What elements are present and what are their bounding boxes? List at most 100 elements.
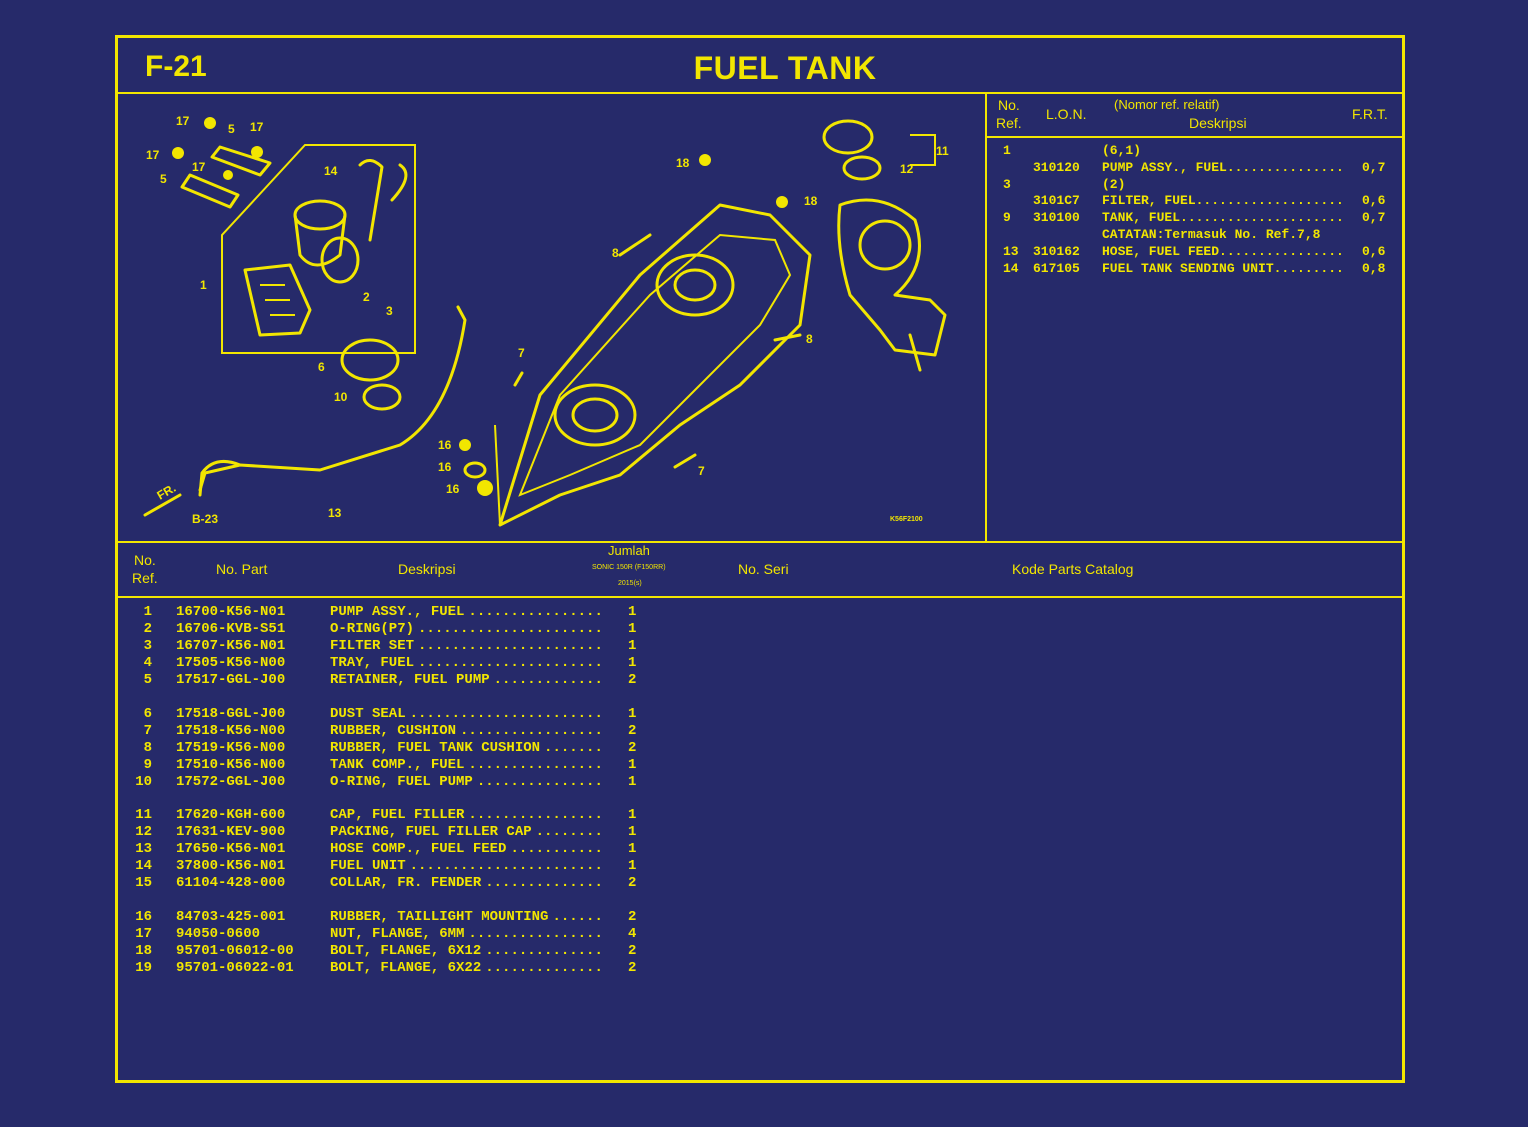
callout-5a: 5 bbox=[228, 122, 235, 136]
part-number: 17505-K56-N00 bbox=[176, 655, 286, 672]
callout-17d: 17 bbox=[192, 160, 206, 174]
lon-header-ref-line1: No. bbox=[998, 97, 1020, 113]
part-quantity: 1 bbox=[628, 621, 637, 638]
part-number: 37800-K56-N01 bbox=[176, 858, 286, 875]
part-quantity: 1 bbox=[628, 655, 637, 672]
lon-desc: CATATAN:Termasuk No. Ref.7,8 bbox=[1102, 227, 1321, 242]
lon-frt: 0,6 bbox=[1362, 243, 1386, 259]
dot-leader: CAP, FUEL FILLER........................… bbox=[330, 807, 606, 823]
part-description: RUBBER, CUSHION bbox=[330, 722, 461, 739]
fuel-pump-part bbox=[293, 159, 408, 284]
callout-10: 10 bbox=[334, 390, 348, 404]
diagram-panel-divider bbox=[985, 93, 987, 542]
part-ref: 15 bbox=[135, 875, 152, 892]
callout-18a: 18 bbox=[676, 156, 690, 170]
dot-leader: RUBBER, CUSHION.........................… bbox=[330, 722, 606, 739]
callout-7a: 7 bbox=[518, 346, 525, 360]
part-description: HOSE COMP., FUEL FEED bbox=[330, 841, 511, 858]
part-number: 95701-06022-01 bbox=[176, 959, 294, 976]
retainer-upper bbox=[210, 145, 272, 177]
part-ref: 9 bbox=[143, 756, 152, 773]
dot-leader-dots: ........................................ bbox=[460, 722, 606, 739]
lon-code: 617105 bbox=[1033, 260, 1080, 276]
dot-leader: BOLT, FLANGE, 6X12......................… bbox=[330, 942, 606, 959]
dot-leader-dots: ........................................ bbox=[409, 705, 606, 722]
part-ref: 8 bbox=[143, 739, 152, 756]
part-quantity: 1 bbox=[628, 841, 637, 858]
part-ref: 6 bbox=[143, 705, 152, 722]
dot-leader-dots: ........................................ bbox=[485, 959, 606, 976]
part-description: NUT, FLANGE, 6MM bbox=[330, 925, 469, 942]
part-quantity: 1 bbox=[628, 824, 637, 841]
part-description: RUBBER, TAILLIGHT MOUNTING bbox=[330, 908, 553, 925]
part-quantity: 1 bbox=[628, 858, 637, 875]
dot-leader-dots: ........................................ bbox=[418, 638, 606, 655]
lon-ref: 3 bbox=[1003, 176, 1011, 192]
dot-leader-dots: ........................................ bbox=[544, 739, 606, 756]
dot-leader-dots: ........................................ bbox=[485, 942, 606, 959]
part-ref: 4 bbox=[143, 655, 152, 672]
table-row: 11 17620-KGH-600 CAP, FUEL FILLER.........… bbox=[120, 807, 680, 824]
part-ref: 14 bbox=[135, 858, 152, 875]
dot-leader-dots: ........................................ bbox=[468, 756, 606, 773]
part-quantity: 2 bbox=[628, 722, 637, 739]
part-number: 84703-425-001 bbox=[176, 908, 286, 925]
part-ref: 10 bbox=[135, 773, 152, 790]
part-description: CAP, FUEL FILLER bbox=[330, 807, 469, 823]
part-quantity: 2 bbox=[628, 908, 637, 925]
table-row: 14 37800-K56-N01 FUEL UNIT................… bbox=[120, 858, 680, 875]
part-quantity: 1 bbox=[628, 705, 637, 722]
callout-7b: 7 bbox=[698, 464, 705, 478]
part-description: O-RING(P7) bbox=[330, 621, 419, 638]
table-header-ref-line1: No. bbox=[134, 552, 156, 568]
lon-desc: HOSE, FUEL FEED................ bbox=[1102, 243, 1344, 259]
callout-17c: 17 bbox=[146, 148, 160, 162]
dot-leader: NUT, FLANGE, 6MM........................… bbox=[330, 925, 606, 942]
dot-leader: FUEL UNIT...............................… bbox=[330, 858, 606, 875]
dot-leader-dots: ........................................ bbox=[409, 858, 606, 875]
part-ref: 11 bbox=[135, 807, 152, 823]
lon-frt: 0,8 bbox=[1362, 260, 1386, 276]
callout-14: 14 bbox=[324, 164, 338, 178]
lon-desc: PUMP ASSY., FUEL............... bbox=[1102, 159, 1344, 175]
fuel-tank-body bbox=[498, 203, 812, 527]
fuel-tank-leader bbox=[494, 424, 501, 526]
part-quantity: 2 bbox=[628, 942, 637, 959]
rubber-cushion-right bbox=[773, 333, 802, 342]
lon-frt: 0,7 bbox=[1362, 210, 1386, 226]
part-quantity: 4 bbox=[628, 925, 637, 942]
part-description: TRAY, FUEL bbox=[330, 655, 419, 672]
lon-code: 310162 bbox=[1033, 243, 1080, 259]
table-header-catalog-code: Kode Parts Catalog bbox=[1012, 561, 1134, 577]
dot-leader: TANK COMP., FUEL........................… bbox=[330, 756, 606, 773]
callout-6: 6 bbox=[318, 360, 325, 374]
part-number: 17650-K56-N01 bbox=[176, 841, 286, 858]
lon-header-frt: F.R.T. bbox=[1352, 106, 1388, 122]
part-number: 17631-KEV-900 bbox=[176, 824, 286, 841]
part-quantity: 1 bbox=[628, 756, 637, 773]
part-number: 17620-KGH-600 bbox=[176, 807, 286, 823]
part-number: 17518-GGL-J00 bbox=[176, 705, 286, 722]
callout-5b: 5 bbox=[160, 172, 167, 186]
fuel-tray-part bbox=[243, 263, 312, 337]
dust-seal-part bbox=[340, 338, 400, 382]
retainer-lower bbox=[180, 173, 240, 209]
part-quantity: 1 bbox=[628, 773, 637, 790]
rubber-cushion-lower bbox=[673, 453, 697, 469]
part-quantity: 2 bbox=[628, 875, 637, 892]
lon-ref: 9 bbox=[1003, 210, 1011, 226]
dot-leader-dots: ........................................ bbox=[493, 672, 606, 689]
part-quantity: 1 bbox=[628, 807, 637, 823]
part-quantity: 1 bbox=[628, 638, 637, 655]
